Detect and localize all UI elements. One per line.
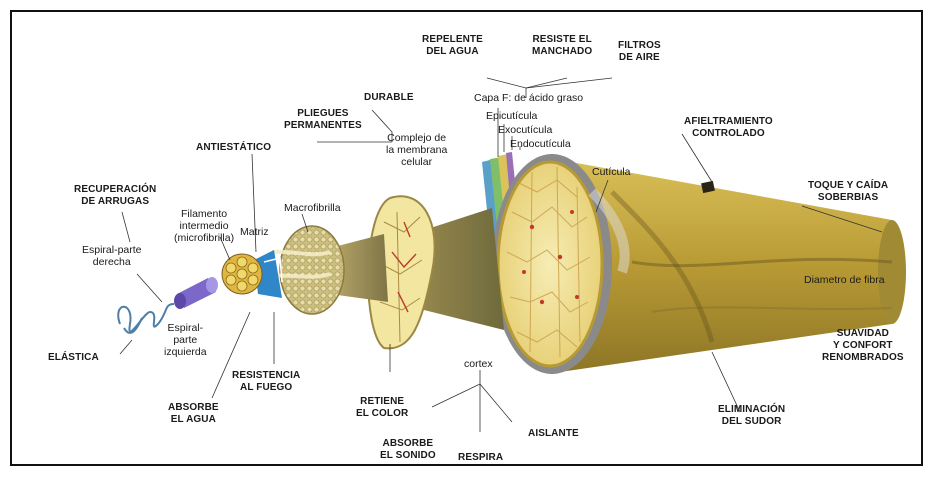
label-elastica: ELÁSTICA — [48, 352, 99, 364]
intermediate-filament — [222, 254, 262, 294]
label-epicuticula: Epicutícula — [486, 110, 537, 122]
label-macrofibrilla: Macrofibrilla — [284, 202, 341, 214]
label-exocuticula: Exocutícula — [498, 124, 552, 136]
label-diametro: Diametro de fibra — [804, 274, 885, 286]
wool-fiber-illustration — [12, 12, 923, 466]
label-cuticula: Cutícula — [592, 166, 631, 178]
label-matriz: Matriz — [240, 226, 269, 238]
label-antiestatico: ANTIESTÁTICO — [196, 142, 271, 154]
label-cortex: cortex — [464, 358, 493, 370]
label-capa-f: Capa F: de ácido graso — [474, 92, 583, 104]
label-durable: DURABLE — [364, 92, 414, 104]
label-respira: RESPIRA — [458, 452, 503, 464]
label-aislante: AISLANTE — [528, 428, 579, 440]
label-endocuticula: Endocutícula — [510, 138, 571, 150]
purple-filament — [174, 277, 218, 309]
